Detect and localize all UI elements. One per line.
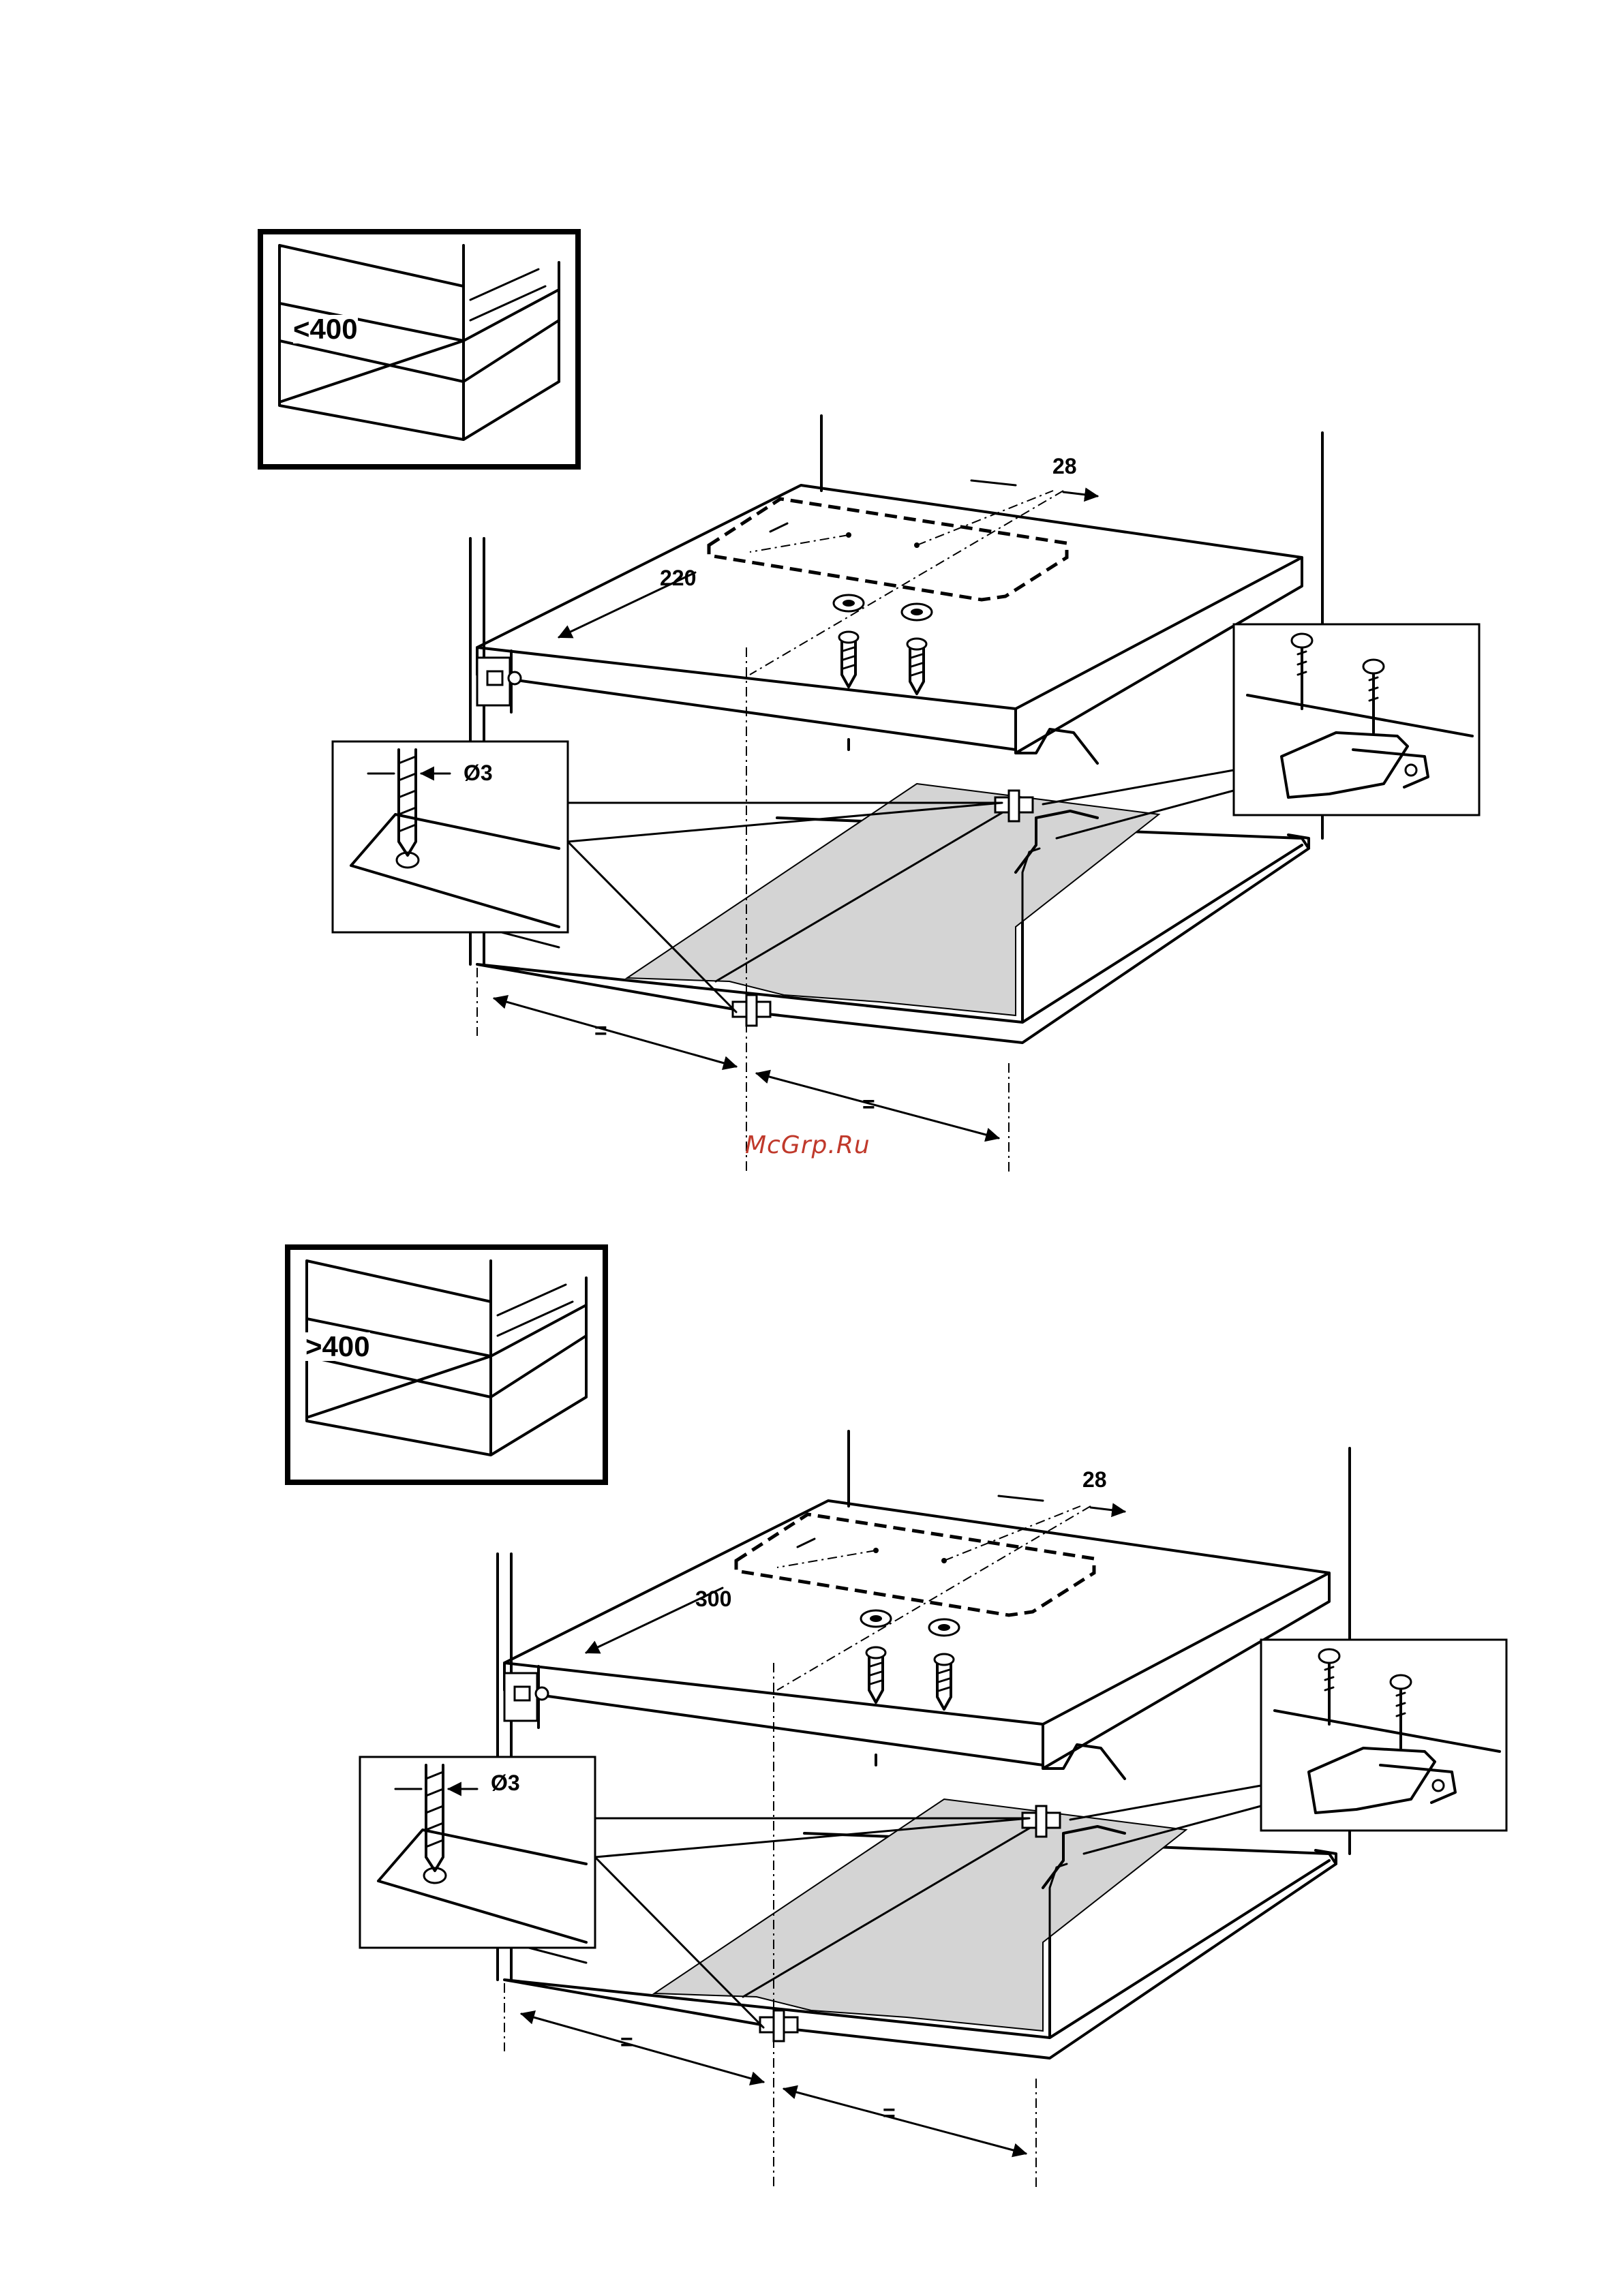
equal-right-lower: = bbox=[883, 2102, 896, 2124]
equal-left-lower: = bbox=[620, 2031, 633, 2053]
equal-left-upper: = bbox=[594, 1020, 607, 1041]
inset-width-label-lower: >400 bbox=[305, 1332, 370, 1361]
drill-diameter-upper: Ø3 bbox=[464, 762, 493, 784]
diagram-lower bbox=[288, 1247, 1506, 2188]
depth-dimension-upper: 220 bbox=[660, 567, 696, 589]
watermark: McGrp.Ru bbox=[745, 1131, 870, 1159]
inset-width-label-upper: <400 bbox=[293, 315, 358, 343]
drill-diameter-lower: Ø3 bbox=[491, 1772, 520, 1794]
hole-spacing-lower: 28 bbox=[1082, 1469, 1107, 1490]
diagram-upper bbox=[260, 232, 1479, 1172]
hole-spacing-upper: 28 bbox=[1052, 455, 1077, 477]
equal-right-upper: = bbox=[862, 1093, 875, 1115]
depth-dimension-lower: 300 bbox=[695, 1588, 731, 1610]
